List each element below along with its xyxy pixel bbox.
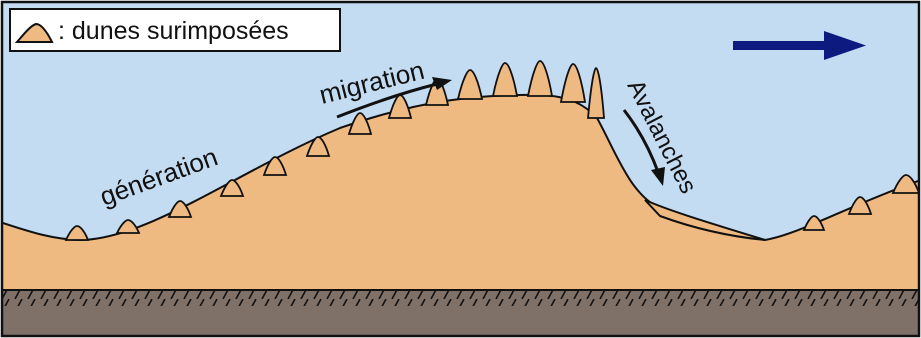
bedrock-hatch [0,290,921,306]
legend-label: : dunes surimposées [58,17,289,45]
legend: : dunes surimposées [10,9,340,51]
